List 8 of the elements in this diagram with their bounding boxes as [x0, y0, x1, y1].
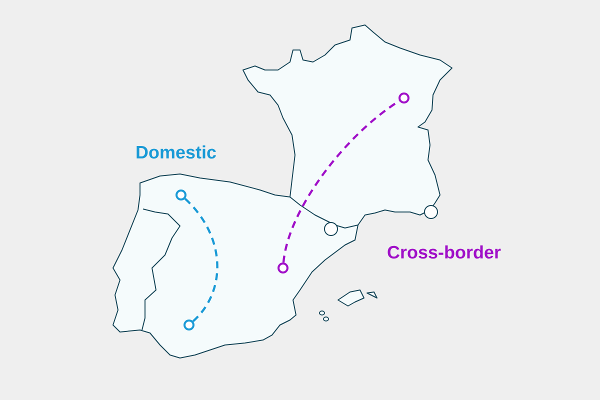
dashed-route	[184, 198, 218, 322]
route-endpoint	[184, 320, 194, 330]
route-label: Domestic	[136, 145, 216, 159]
route-endpoint	[176, 190, 186, 200]
route-label: Cross-border	[388, 245, 501, 259]
dashed-route	[282, 100, 400, 263]
route-endpoint	[398, 92, 410, 104]
route-endpoint	[278, 262, 288, 274]
